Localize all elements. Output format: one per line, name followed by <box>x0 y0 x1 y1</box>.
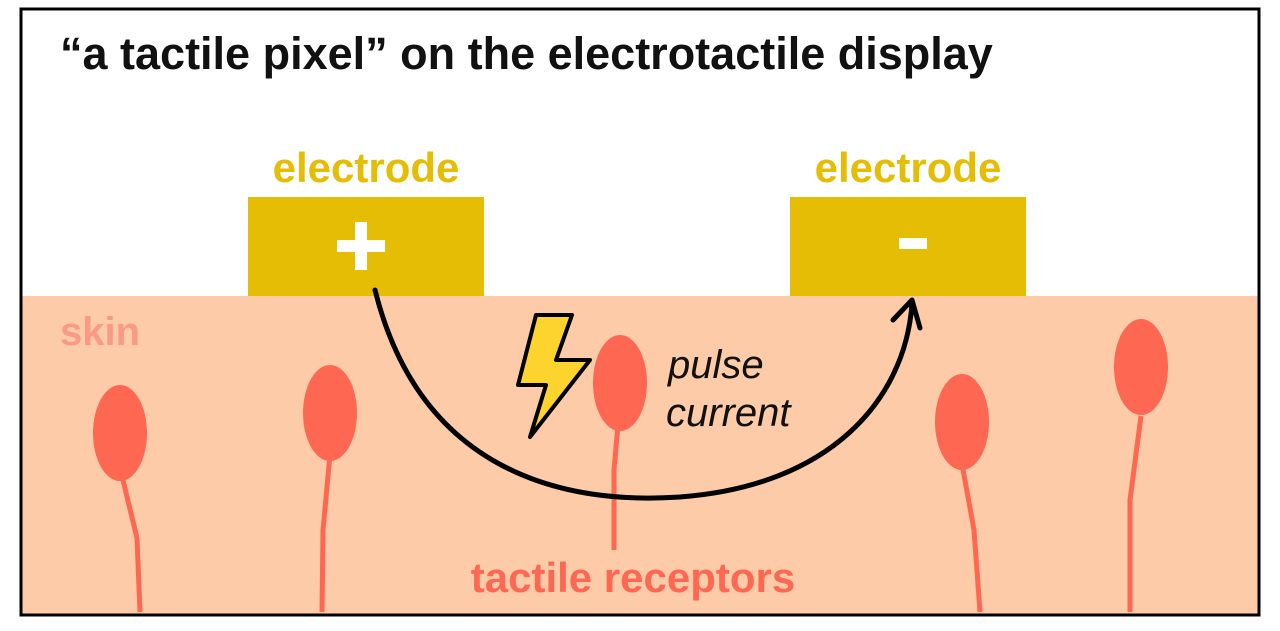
plus-sign <box>337 222 385 270</box>
electrode-label-negative: electrode <box>815 144 1002 191</box>
receptor-5 <box>1114 319 1168 612</box>
tactile-receptors-label: tactile receptors <box>471 554 795 601</box>
current-arrow <box>372 287 923 501</box>
current-label: current <box>666 391 792 435</box>
diagram-title: “a tactile pixel” on the electrotactile … <box>60 28 993 79</box>
arrow-head <box>890 297 923 331</box>
pulse-label: pulse <box>667 343 764 387</box>
receptor-2 <box>303 365 357 613</box>
receptor-3 <box>593 335 647 550</box>
receptor-1 <box>93 385 147 613</box>
receptor-4 <box>935 374 989 613</box>
diagram-frame <box>19 7 1261 617</box>
lightning-bolt-icon <box>516 313 592 439</box>
skin-region <box>22 296 1258 614</box>
skin-label: skin <box>60 310 140 354</box>
tactile-receptors <box>93 319 1168 613</box>
minus-sign <box>899 238 927 249</box>
electrode-label-positive: electrode <box>273 144 460 191</box>
